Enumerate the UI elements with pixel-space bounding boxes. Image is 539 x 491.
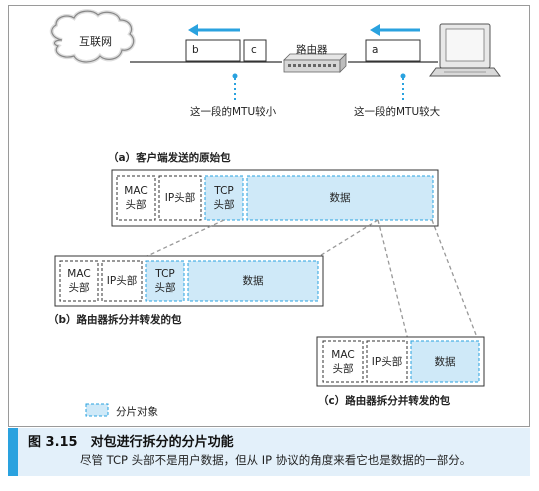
figure-caption-title: 图 3.15 对包进行拆分的分片功能 (28, 435, 234, 450)
packet-a-tcp-text: TCP 头部 (213, 185, 235, 211)
figure-caption-subtitle: 尽管 TCP 头部不是用户数据，但从 IP 协议的角度来看它也是数据的一部分。 (80, 453, 472, 467)
caption-bar (8, 428, 530, 476)
packet-b-data-text: 数据 (242, 275, 264, 287)
internet-cloud-icon (49, 9, 136, 64)
packet-c-data-box (410, 340, 480, 383)
packet-a-data-text: 数据 (329, 192, 351, 204)
packet-a-tcp-box (204, 175, 244, 221)
packet-b-ip-text: IP头部 (106, 275, 138, 287)
packet-b-tcp-text: TCP 头部 (154, 268, 176, 294)
connector-a-b-right (317, 219, 379, 258)
packet-b-mac-text: MAC 头部 (67, 268, 91, 294)
internet-label: 互联网 (79, 35, 112, 48)
packet-a-label: a (372, 44, 379, 56)
packet-c-mac-box (322, 340, 364, 383)
packet-b-ip-box (101, 260, 143, 302)
packet-c-ip-text: IP头部 (371, 355, 403, 368)
section-c-title: （c）路由器拆分并转发的包 (318, 395, 451, 407)
packet-c-mac-text: MAC 头部 (331, 348, 355, 375)
right-arrow-icon (370, 24, 420, 36)
packet-c-data-text: 数据 (434, 355, 456, 368)
mtu-small-label: 这一段的MTU较小 (190, 106, 277, 118)
figure-frame (8, 5, 530, 427)
router-label: 路由器 (296, 44, 328, 56)
packet-a-mac-box (116, 175, 156, 221)
connector-a-b-left (144, 219, 225, 258)
packet-a-ip-text: IP头部 (164, 192, 196, 204)
packet-c-label: c (251, 44, 257, 56)
left-arrow-icon (188, 24, 240, 36)
packet-b-tcp-box (145, 260, 185, 302)
caption-accent (8, 428, 18, 476)
computer-icon (429, 23, 501, 77)
legend-label: 分片对象 (116, 406, 158, 418)
router-icon (283, 53, 347, 73)
connector-a-c-left (377, 219, 409, 341)
section-a-title: （a）客户端发送的原始包 (108, 152, 231, 164)
packet-b-mac-box (59, 260, 99, 302)
packet-b-data-box (187, 260, 319, 302)
section-b-title: （b）路由器拆分并转发的包 (48, 314, 182, 326)
packet-a-mac-text: MAC 头部 (124, 185, 148, 211)
connector-a-c-right (431, 219, 479, 341)
packet-a-ip-box (158, 175, 202, 221)
packet-b-label: b (192, 44, 199, 56)
packet-c-box (243, 39, 267, 62)
packet-c-ip-box (366, 340, 408, 383)
legend-swatch (85, 403, 109, 417)
packet-a-data-box (246, 175, 434, 221)
mtu-large-label: 这一段的MTU较大 (354, 106, 441, 118)
packet-b-box (185, 39, 241, 62)
packet-a-box (365, 39, 421, 62)
